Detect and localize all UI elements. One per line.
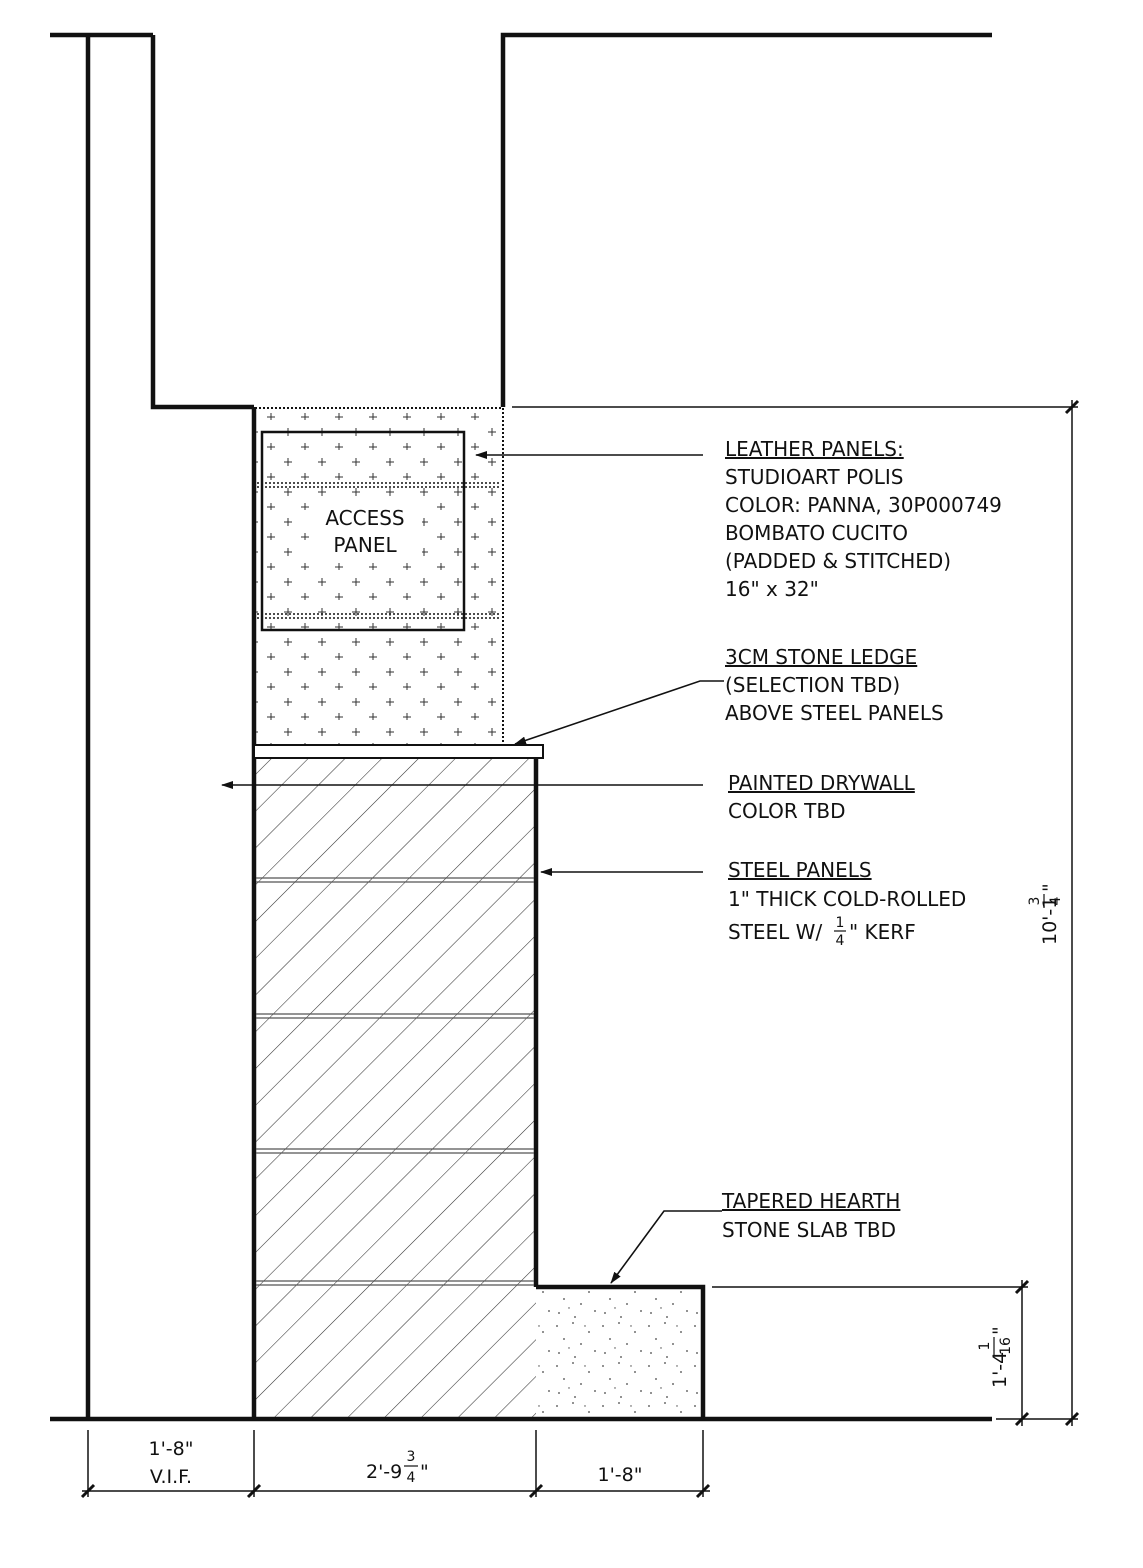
svg-text:1: 1 [836, 915, 845, 931]
svg-text:1'-8": 1'-8" [149, 1438, 194, 1460]
dimension-right-tall: 10'-1 3 4 " [1027, 883, 1064, 945]
svg-text:1" THICK COLD-ROLLED: 1" THICK COLD-ROLLED [728, 887, 966, 911]
svg-text:(PADDED & STITCHED): (PADDED & STITCHED) [725, 549, 951, 573]
dimension-bottom-right: 1'-8" [598, 1464, 643, 1486]
svg-text:STUDIOART POLIS: STUDIOART POLIS [725, 465, 903, 489]
svg-text:16: 16 [998, 1337, 1014, 1355]
svg-text:": " [989, 1326, 1011, 1335]
svg-text:4: 4 [836, 933, 845, 949]
svg-text:(SELECTION TBD): (SELECTION TBD) [725, 673, 900, 697]
svg-text:1'-4: 1'-4 [989, 1352, 1011, 1388]
dimension-bottom-left: 1'-8" V.I.F. [149, 1438, 194, 1488]
svg-text:2'-9: 2'-9 [366, 1461, 402, 1483]
access-panel-label-2: PANEL [333, 533, 397, 557]
dimension-ticks [80, 399, 1080, 1499]
callout-stone-ledge: 3CM STONE LEDGE (SELECTION TBD) ABOVE ST… [725, 645, 944, 725]
dimension-lines [82, 400, 1078, 1497]
leather-panels-fill [254, 407, 503, 745]
callout-leather: LEATHER PANELS: STUDIOART POLIS COLOR: P… [725, 437, 1002, 601]
svg-text:" KERF: " KERF [849, 920, 916, 944]
callout-hearth: TAPERED HEARTH STONE SLAB TBD [721, 1189, 900, 1242]
steel-panel-joints [256, 877, 534, 1286]
svg-text:3CM STONE LEDGE: 3CM STONE LEDGE [725, 645, 917, 669]
callout-drywall: PAINTED DRYWALL COLOR TBD [728, 771, 916, 823]
svg-text:1'-8": 1'-8" [598, 1464, 643, 1486]
svg-text:16" x 32": 16" x 32" [725, 577, 819, 601]
svg-text:": " [1039, 883, 1061, 892]
svg-text:LEATHER PANELS:: LEATHER PANELS: [725, 437, 904, 461]
access-panel-label-1: ACCESS [325, 506, 404, 530]
svg-text:BOMBATO CUCITO: BOMBATO CUCITO [725, 521, 908, 545]
hearth-stipple [537, 1287, 703, 1419]
svg-text:3: 3 [1027, 897, 1043, 906]
svg-text:4: 4 [1048, 896, 1064, 905]
svg-text:1: 1 [977, 1342, 993, 1351]
leader-lines [221, 451, 724, 1284]
svg-text:STONE SLAB TBD: STONE SLAB TBD [722, 1218, 896, 1242]
wall-outline [50, 32, 992, 1422]
svg-text:ABOVE STEEL PANELS: ABOVE STEEL PANELS [725, 701, 944, 725]
svg-text:COLOR TBD: COLOR TBD [728, 799, 845, 823]
stone-ledge [253, 744, 544, 759]
svg-text:3: 3 [407, 1449, 416, 1465]
steel-panels-hatch [254, 758, 536, 1419]
dimension-bottom-mid: 2'-9 3 4 " [366, 1449, 429, 1486]
svg-text:V.I.F.: V.I.F. [150, 1466, 192, 1488]
callout-steel: STEEL PANELS 1" THICK COLD-ROLLED STEEL … [728, 858, 966, 949]
svg-text:": " [420, 1461, 429, 1483]
svg-text:PAINTED DRYWALL: PAINTED DRYWALL [728, 771, 916, 795]
svg-text:TAPERED HEARTH: TAPERED HEARTH [721, 1189, 900, 1213]
svg-text:STEEL W/: STEEL W/ [728, 920, 822, 944]
svg-text:STEEL PANELS: STEEL PANELS [728, 858, 872, 882]
svg-text:4: 4 [407, 1470, 416, 1486]
dimension-right-short: 1'-4 1 16 " [977, 1326, 1014, 1388]
svg-text:COLOR: PANNA, 30P000749: COLOR: PANNA, 30P000749 [725, 493, 1002, 517]
svg-text:10'-1: 10'-1 [1039, 897, 1061, 945]
access-panel [260, 430, 466, 632]
